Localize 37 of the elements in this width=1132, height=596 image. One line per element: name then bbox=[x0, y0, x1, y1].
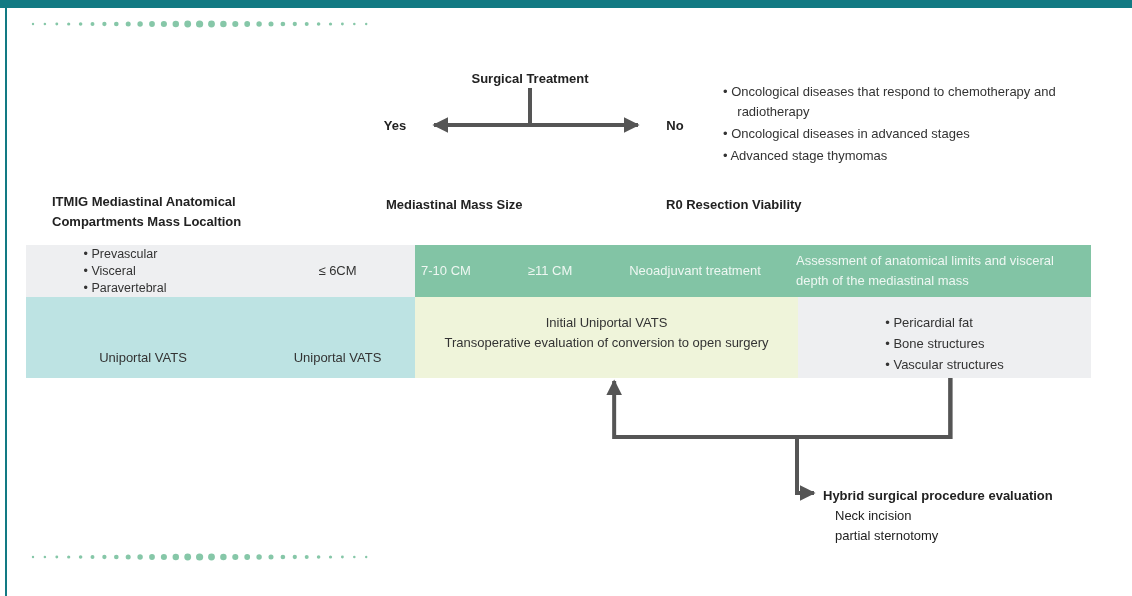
cell-text: Transoperative evaluation of conversion to open surgery bbox=[444, 334, 769, 352]
bullet-item: • Prevascular bbox=[83, 247, 159, 262]
arrow bbox=[528, 88, 640, 133]
table-cell bbox=[26, 245, 260, 297]
cell-text: 7-10 CM bbox=[421, 262, 471, 280]
table-cell bbox=[790, 245, 1091, 297]
column-header: R0 Resection Viability bbox=[666, 196, 803, 214]
table-cell bbox=[260, 297, 415, 378]
column-header: ITMIG Mediastinal Anatomical Compartments Mass Localtion bbox=[52, 193, 243, 231]
bullet-item: • Oncological diseases in advanced stages bbox=[723, 125, 971, 143]
node-item: partial sternotomy bbox=[835, 527, 939, 545]
arrow bbox=[795, 378, 953, 501]
cell-text: ≤ 6CM bbox=[318, 262, 357, 280]
bullet-item: • Vascular structures bbox=[885, 356, 1004, 374]
node-heading: Hybrid surgical procedure evaluation bbox=[823, 487, 1053, 505]
bullet-item: • Advanced stage thymomas bbox=[723, 147, 889, 165]
node-label: Surgical Treatment bbox=[471, 70, 589, 86]
cell-text: Assessment of anatomical limits and visceral depth of the mediastinal mass bbox=[796, 252, 1055, 290]
node-label: Yes bbox=[383, 117, 407, 133]
bullet-item: • Paravertebral bbox=[83, 281, 168, 296]
cell-text: Uniportal VATS bbox=[293, 349, 382, 367]
bullet-item: • Pericardial fat bbox=[885, 314, 974, 332]
node-label: No bbox=[666, 117, 684, 133]
cell-text: Initial Uniportal VATS bbox=[545, 314, 668, 332]
table-cell bbox=[26, 297, 260, 378]
column-header: Mediastinal Mass Size bbox=[386, 196, 524, 214]
bullet-item: • Oncological diseases that respond to chemotherapy and radiotherapy bbox=[723, 83, 1057, 121]
bullet-item: • Bone structures bbox=[885, 335, 986, 353]
node-item: Neck incision bbox=[835, 507, 912, 525]
table-cell bbox=[260, 245, 415, 297]
table-cell bbox=[415, 297, 798, 378]
table-cell bbox=[798, 297, 1091, 378]
cell-text: Neoadjuvant treatment bbox=[629, 262, 761, 280]
table-cell bbox=[415, 245, 500, 297]
cell-text: Uniportal VATS bbox=[99, 349, 187, 367]
cell-text: ≥11 CM bbox=[527, 262, 573, 280]
bullet-item: • Visceral bbox=[83, 264, 137, 279]
